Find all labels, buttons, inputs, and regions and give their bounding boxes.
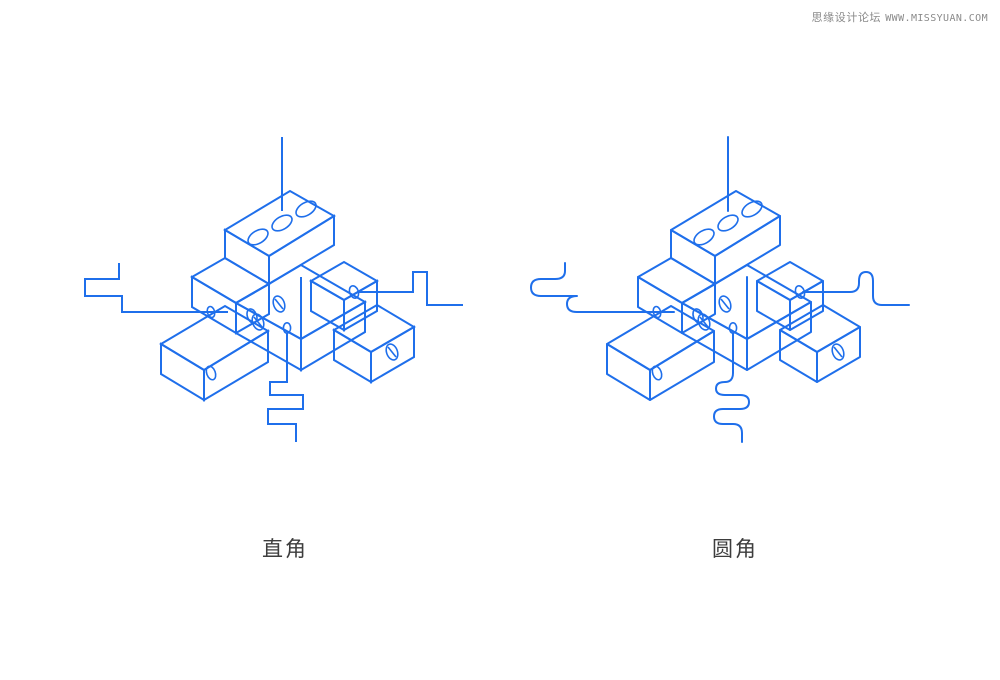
illustration-rounded xyxy=(530,136,910,443)
hole-left-bar xyxy=(205,365,217,381)
hole-top-2 xyxy=(271,214,293,232)
watermark-url: WWW.MISSYUAN.COM xyxy=(885,13,988,24)
leader-left-rounded xyxy=(530,262,675,313)
block-left-bar xyxy=(159,304,270,402)
block-top xyxy=(223,189,336,286)
leader-bottom-sharp xyxy=(267,333,304,442)
hole-leader-left xyxy=(206,305,216,319)
block-right-bar xyxy=(779,304,861,383)
block-right-cube xyxy=(756,261,824,331)
leader-left-sharp xyxy=(84,263,228,313)
hole-top-2 xyxy=(717,214,739,232)
hole-leader-bottom xyxy=(728,321,738,334)
caption-sharp: 直角 xyxy=(262,537,308,561)
watermark: 思缘设计论坛 WWW.MISSYUAN.COM xyxy=(812,9,988,25)
hole-right-cube xyxy=(348,285,360,299)
block-top xyxy=(670,190,781,285)
leader-right-rounded xyxy=(802,271,910,306)
illustration-sharp xyxy=(84,137,463,442)
hole-leader-left xyxy=(652,305,662,319)
block-left-bar xyxy=(606,305,715,401)
watermark-forum: 思缘设计论坛 xyxy=(811,11,882,24)
hole-top-1 xyxy=(693,228,715,246)
hole-top-1 xyxy=(247,228,269,246)
block-center-bar xyxy=(233,263,367,372)
leader-bottom-rounded xyxy=(713,332,750,443)
hole-top-3 xyxy=(295,200,317,218)
hole-right-bar xyxy=(831,343,845,361)
hole-bar-3 xyxy=(697,313,711,331)
hole-bar-3 xyxy=(251,313,265,331)
leader-right-sharp xyxy=(357,271,463,306)
hole-right-cube xyxy=(794,285,806,299)
caption-rounded: 圆角 xyxy=(712,537,758,561)
block-right-cube xyxy=(308,260,380,332)
hole-bar-2 xyxy=(718,295,732,313)
block-right-bar xyxy=(332,303,416,384)
hole-bar-2 xyxy=(272,295,286,313)
hole-left-bar xyxy=(651,365,663,381)
hole-right-bar xyxy=(385,343,399,361)
hole-top-3 xyxy=(741,200,763,218)
hole-leader-bottom xyxy=(282,321,292,334)
